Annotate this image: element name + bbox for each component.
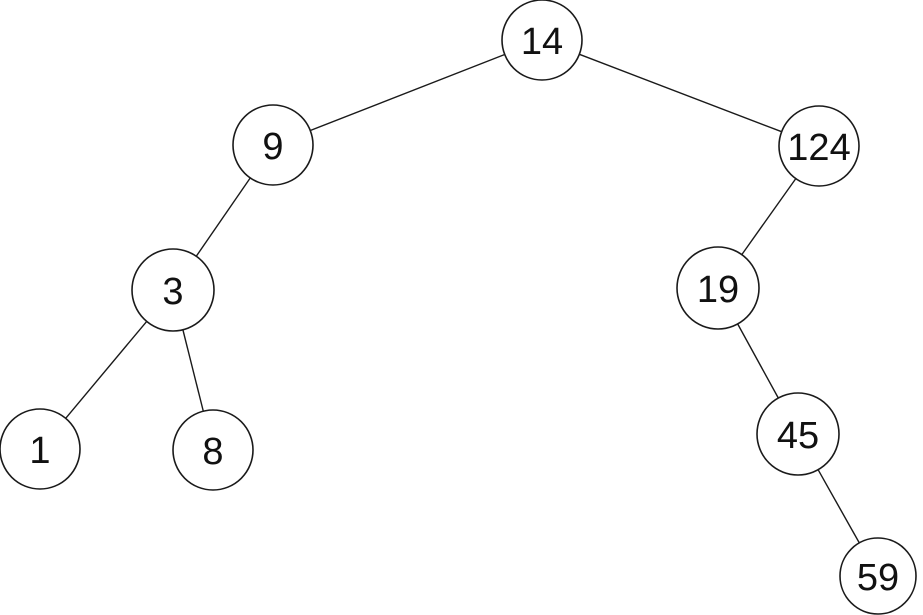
tree-node-circle-124 — [778, 105, 860, 187]
tree-node-9: 9 — [232, 104, 314, 186]
tree-node-label-19: 19 — [697, 269, 739, 311]
tree-node-124: 124 — [778, 105, 860, 187]
tree-node-label-9: 9 — [262, 126, 283, 168]
tree-node-label-124: 124 — [787, 127, 850, 169]
tree-edge-124-19 — [741, 178, 797, 256]
tree-node-45: 45 — [756, 392, 840, 476]
tree-node-59: 59 — [839, 537, 917, 615]
tree-edge-14-124 — [579, 53, 782, 133]
tree-node-14: 14 — [501, 0, 583, 81]
tree-edge-19-45 — [737, 323, 779, 399]
tree-node-circle-9 — [232, 104, 314, 186]
tree-node-label-3: 3 — [162, 271, 183, 313]
tree-edge-3-1 — [65, 320, 148, 419]
tree-node-19: 19 — [676, 246, 760, 330]
tree-node-circle-1 — [0, 408, 81, 490]
tree-node-circle-19 — [676, 246, 760, 330]
tree-edge-14-9 — [310, 53, 505, 132]
tree-node-circle-3 — [131, 248, 215, 332]
tree-node-circle-8 — [172, 409, 254, 491]
tree-edge-3-8 — [182, 329, 204, 412]
tree-node-label-1: 1 — [29, 430, 50, 472]
tree-node-8: 8 — [172, 409, 254, 491]
tree-edge-45-59 — [817, 469, 860, 544]
tree-node-circle-59 — [839, 537, 917, 615]
tree-edge-9-3 — [195, 177, 251, 257]
tree-node-label-14: 14 — [521, 21, 563, 63]
tree-node-3: 3 — [131, 248, 215, 332]
tree-node-label-59: 59 — [857, 557, 899, 599]
tree-node-label-45: 45 — [777, 415, 819, 457]
tree-node-label-8: 8 — [202, 431, 223, 473]
tree-node-circle-14 — [501, 0, 583, 81]
tree-node-1: 1 — [0, 408, 81, 490]
tree-node-circle-45 — [756, 392, 840, 476]
